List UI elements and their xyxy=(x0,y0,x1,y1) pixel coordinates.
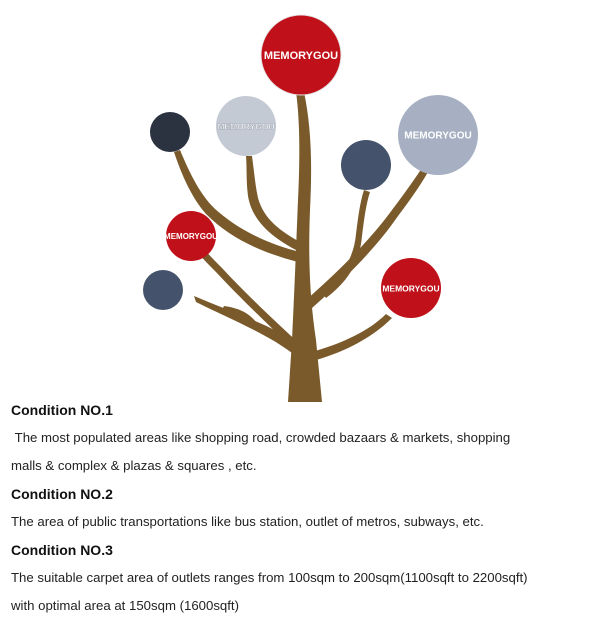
condition-1-title: Condition NO.1 xyxy=(11,402,113,418)
tree-nodes: MEMORYGOU MEMORYGOU MEMORYGOU MEMORYGOU … xyxy=(143,14,478,318)
branch-right-large xyxy=(306,168,428,308)
branch-far-left xyxy=(174,150,300,262)
branch-lower-left xyxy=(194,296,300,356)
node-right-large-label: MEMORYGOU xyxy=(404,131,471,142)
condition-3-line-1: The suitable carpet area of outlets rang… xyxy=(11,570,528,585)
node-lower-left-slate xyxy=(143,270,183,310)
condition-2-title: Condition NO.2 xyxy=(11,486,113,502)
condition-3-title: Condition NO.3 xyxy=(11,542,113,558)
node-top-label: MEMORYGOU xyxy=(264,50,338,62)
condition-2: Condition NO.2 The area of public transp… xyxy=(11,480,586,536)
tree-svg: MEMORYGOU MEMORYGOU MEMORYGOU MEMORYGOU … xyxy=(143,14,478,402)
condition-1: Condition NO.1 The most populated areas … xyxy=(11,396,586,480)
node-far-left-dark xyxy=(150,112,190,152)
branch-lower-left-twig xyxy=(222,306,256,326)
condition-3-line-2: with optimal area at 150sqm (1600sqft) xyxy=(11,598,239,613)
condition-2-line-1: The area of public transportations like … xyxy=(11,514,484,529)
tree-diagram: MEMORYGOU MEMORYGOU MEMORYGOU MEMORYGOU … xyxy=(143,14,478,402)
node-right-red xyxy=(381,258,441,318)
node-right-middle-slate xyxy=(341,140,391,190)
branch-left-red xyxy=(194,244,302,352)
branch-upper-left xyxy=(246,156,300,250)
node-right-red-label: MEMORYGOU xyxy=(382,283,439,293)
condition-1-line-1: The most populated areas like shopping r… xyxy=(11,430,511,445)
tree-trunk-and-branches xyxy=(174,92,428,402)
node-upper-left-grey xyxy=(216,96,276,156)
condition-3: Condition NO.3 The suitable carpet area … xyxy=(11,536,586,620)
node-right-large-bluegrey xyxy=(398,95,478,175)
node-left-red-label: MEMORYGOU xyxy=(164,232,218,241)
tree-trunk xyxy=(288,92,322,402)
branch-right-middle xyxy=(320,190,370,298)
node-top-red xyxy=(260,14,342,96)
condition-1-line-2: malls & complex & plazas & squares , etc… xyxy=(11,458,257,473)
node-left-red xyxy=(166,211,216,261)
branch-right-red xyxy=(312,314,392,360)
node-upper-left-label: MEMORYGOU xyxy=(217,121,274,131)
conditions-list: Condition NO.1 The most populated areas … xyxy=(11,396,586,620)
